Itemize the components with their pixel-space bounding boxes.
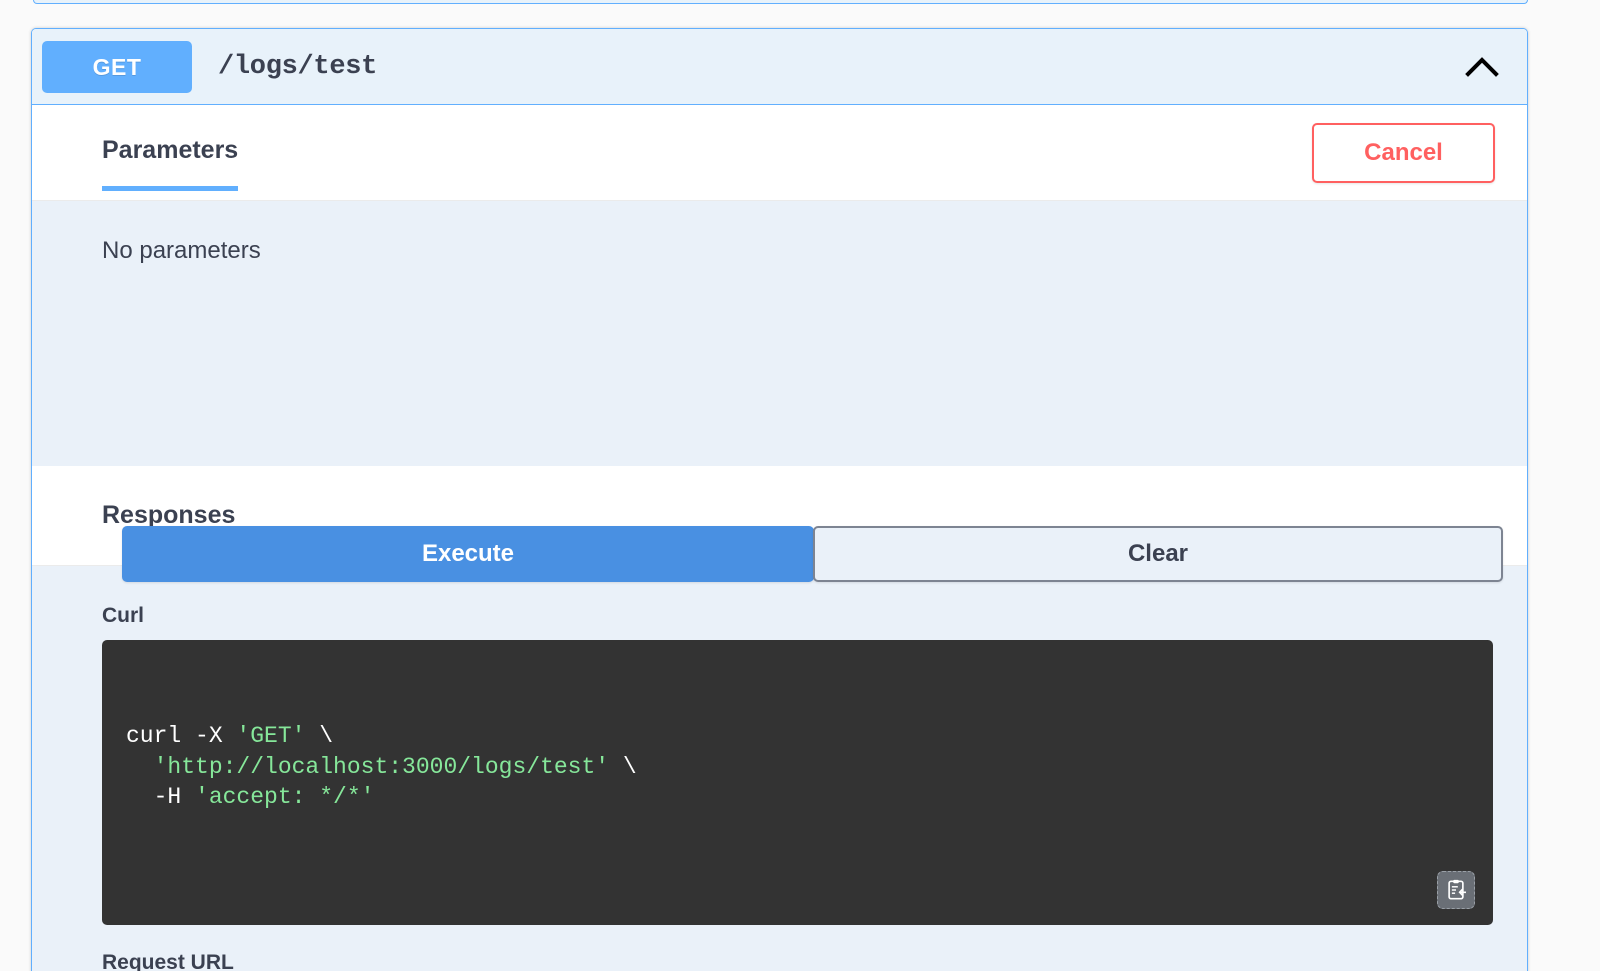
curl-code-text: curl -X 'GET' \ 'http://localhost:3000/l… [126,723,637,811]
responses-body: Curl curl -X 'GET' \ 'http://localhost:3… [32,566,1527,971]
execute-button[interactable]: Execute [122,526,814,582]
clear-button[interactable]: Clear [813,526,1503,582]
parameters-section-header: Parameters Cancel [32,105,1527,201]
operation-block-get-logs-test: GET /logs/test Parameters Cancel No para… [31,28,1528,971]
http-method-badge: GET [42,40,192,93]
previous-operation-sliver[interactable] [33,0,1528,4]
operation-path: /logs/test [218,51,378,82]
tab-parameters[interactable]: Parameters [102,114,239,191]
copy-to-clipboard-icon[interactable] [1437,870,1475,909]
chevron-up-icon[interactable] [1459,44,1505,90]
execute-clear-row: Execute Clear [122,526,1504,582]
no-parameters-text: No parameters [102,237,261,264]
operation-summary-header[interactable]: GET /logs/test [32,29,1527,105]
curl-code-block[interactable]: curl -X 'GET' \ 'http://localhost:3000/l… [102,640,1493,925]
responses-title: Responses [102,501,236,529]
cancel-button[interactable]: Cancel [1312,122,1495,183]
curl-label: Curl [102,604,144,627]
request-url-label: Request URL [102,950,234,971]
parameters-body: No parameters Execute Clear [32,201,1527,582]
